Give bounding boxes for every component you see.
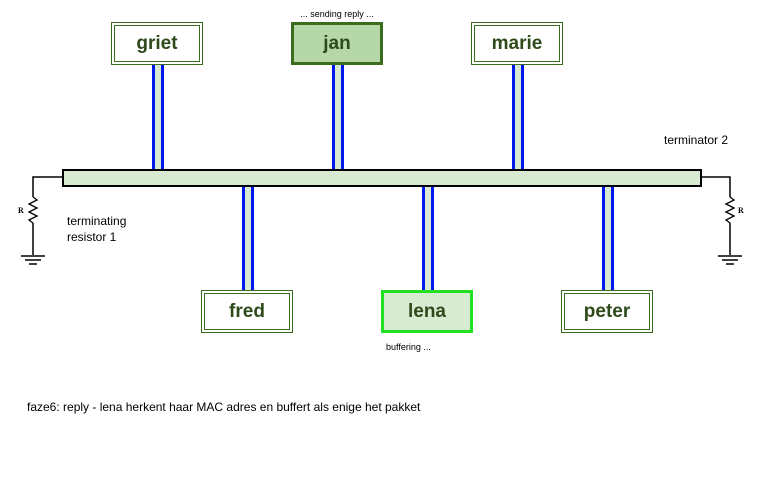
terminating-resistor-label: terminating resistor 1 — [67, 213, 126, 245]
connector-jan — [332, 65, 344, 169]
node-griet[interactable]: griet — [111, 22, 203, 65]
node-jan[interactable]: jan — [291, 22, 383, 65]
node-lena[interactable]: lena — [381, 290, 473, 333]
node-label: marie — [491, 32, 543, 54]
network-bus — [62, 169, 702, 187]
label-line-1: terminating — [67, 214, 127, 228]
node-label: jan — [323, 32, 351, 54]
connector-griet — [152, 65, 164, 169]
resistor-zigzag-icon — [27, 196, 39, 224]
resistor-zigzag-icon — [724, 196, 736, 224]
node-label: fred — [229, 300, 265, 322]
node-peter[interactable]: peter — [561, 290, 653, 333]
terminator-2 — [702, 176, 742, 265]
ground-icon — [718, 255, 742, 265]
resistor-wire — [32, 176, 62, 197]
node-label: lena — [407, 300, 447, 322]
resistor-wire — [702, 176, 731, 197]
connector-peter — [602, 187, 614, 290]
terminator-2-label: terminator 2 — [664, 133, 729, 147]
ground-icon — [21, 255, 45, 265]
node-label: peter — [583, 300, 631, 322]
resistor-symbol-left: R — [18, 206, 24, 215]
node-marie[interactable]: marie — [471, 22, 563, 65]
connector-marie — [512, 65, 524, 169]
node-label: griet — [136, 32, 178, 54]
node-fred[interactable]: fred — [201, 290, 293, 333]
phase-caption: faze6: reply - lena herkent haar MAC adr… — [27, 400, 421, 414]
resistor-symbol-right: R — [738, 206, 744, 215]
jan-status-label: ... sending reply ... — [300, 9, 374, 19]
connector-fred — [242, 187, 254, 290]
connector-lena — [422, 187, 434, 290]
lena-status-label: buffering ... — [386, 342, 431, 352]
label-line-2: resistor 1 — [67, 230, 117, 244]
terminating-resistor-1 — [21, 176, 62, 265]
